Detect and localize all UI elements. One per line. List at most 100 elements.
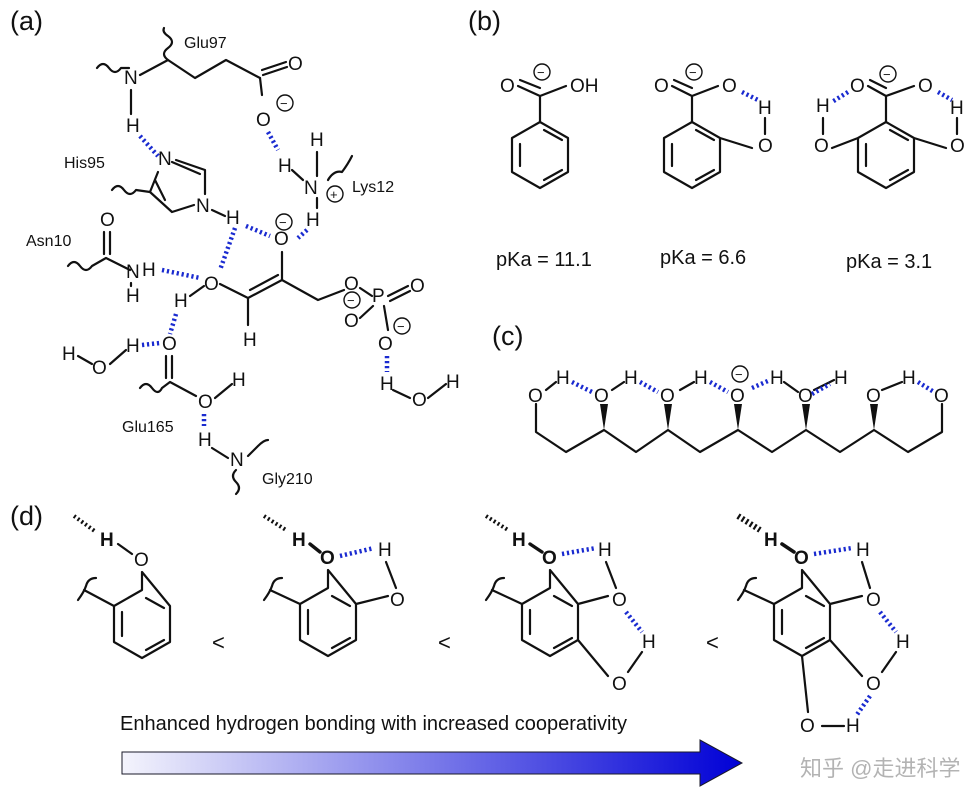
atom-o: O — [134, 550, 149, 571]
atom-o: O — [612, 590, 627, 611]
atom-o: O — [814, 136, 829, 157]
label-lys12: Lys12 — [352, 179, 394, 196]
atom-h: H — [764, 530, 778, 551]
atom-h: H — [232, 370, 246, 391]
wavy-bond — [736, 576, 776, 606]
label-glu97: Glu97 — [184, 35, 227, 52]
panel-label-c: (c) — [492, 321, 523, 351]
benzene-ring — [662, 120, 754, 190]
hydrogen-bond — [245, 223, 271, 239]
atom-o: O — [92, 358, 107, 379]
hydrogen-bond — [813, 545, 853, 557]
double-bond — [260, 60, 289, 77]
atom-h: H — [642, 632, 656, 653]
pka-3: pKa = 3.1 — [846, 251, 932, 273]
label-gly210: Gly210 — [262, 471, 313, 488]
bond — [782, 380, 800, 394]
atom-h: H — [142, 260, 156, 281]
atom-o: O — [344, 311, 359, 332]
double-bond — [670, 128, 716, 182]
atom-h: H — [758, 98, 772, 119]
negative-charge-icon: − — [731, 365, 749, 383]
double-bond — [164, 354, 174, 380]
double-bond — [170, 160, 202, 176]
hydrogen-bond — [262, 514, 288, 532]
double-bond — [864, 128, 910, 182]
atom-o: O — [204, 274, 219, 295]
atom-h: H — [834, 368, 848, 389]
bond — [290, 150, 319, 210]
gradient-arrow — [121, 739, 744, 787]
imidazole-ring — [148, 158, 207, 214]
atom-h: H — [512, 530, 526, 551]
label-his95: His95 — [64, 155, 105, 172]
bond — [116, 542, 134, 556]
pka-2: pKa = 6.6 — [660, 247, 746, 269]
phenol-1: H O — [72, 514, 172, 660]
atom-h: H — [950, 98, 964, 119]
wavy-bond — [231, 468, 241, 496]
benzene-ring — [298, 568, 390, 658]
panel-d-phenols: H O < H O H O < H O — [72, 513, 910, 787]
atom-h: H — [126, 116, 140, 137]
atom-o: O — [594, 386, 609, 407]
hydrogen-bond — [854, 694, 872, 718]
bond — [384, 560, 398, 590]
bond — [528, 542, 544, 554]
pka-1: pKa = 11.1 — [496, 249, 592, 271]
less-than-3: < — [706, 630, 719, 655]
benzene-ring — [830, 120, 948, 190]
pyrogallol: H O H O H O — [484, 514, 656, 695]
atom-h: H — [306, 210, 320, 231]
svg-text:−: − — [735, 367, 743, 382]
atom-o: O — [850, 76, 865, 97]
bond — [670, 78, 720, 124]
atom-h: H — [446, 372, 460, 393]
panel-label-a: (a) — [10, 6, 43, 36]
negative-charge-icon: − — [343, 291, 361, 309]
atom-o: O — [390, 590, 405, 611]
less-than-1: < — [212, 630, 225, 655]
wavy-bond — [76, 576, 116, 608]
atom-n: N — [124, 68, 138, 89]
atom-h: H — [816, 96, 830, 117]
bond — [213, 382, 234, 400]
atom-h: H — [292, 530, 306, 551]
atom-h: H — [126, 286, 140, 307]
benzene-ring — [112, 570, 172, 660]
wavy-bond — [326, 154, 354, 182]
bond — [544, 378, 904, 392]
hydrogen-bond — [751, 377, 771, 391]
bond — [516, 78, 568, 124]
atom-n: N — [158, 149, 172, 170]
bond — [210, 208, 227, 218]
wedge-bonds — [600, 404, 878, 430]
benzenetetrol: H O H O H O H O — [736, 513, 910, 737]
atom-o: O — [412, 390, 427, 411]
atom-h: H — [624, 368, 638, 389]
hydrogen-bond — [161, 267, 201, 281]
atom-n: N — [126, 262, 140, 283]
bond — [866, 78, 916, 124]
negative-charge-icon: − — [275, 213, 293, 231]
atom-h: H — [174, 291, 188, 312]
double-bond — [518, 128, 564, 182]
atom-o: O — [866, 674, 881, 695]
hydrogen-bond — [570, 379, 594, 395]
benzene-ring — [772, 568, 864, 714]
bond — [780, 542, 796, 554]
bond — [308, 542, 322, 554]
hydrogen-bond — [72, 514, 98, 534]
bond — [626, 650, 644, 674]
double-bond — [120, 596, 166, 652]
catechol: H O H O — [262, 514, 405, 658]
atom-o: O — [344, 274, 359, 295]
arrow-label: Enhanced hydrogen bonding with increased… — [120, 713, 627, 735]
atom-o: O — [934, 386, 949, 407]
wavy-bond — [162, 26, 174, 62]
bond — [860, 560, 872, 590]
atom-h: H — [856, 540, 870, 561]
bond — [76, 348, 128, 366]
double-bond — [528, 594, 574, 650]
atom-h: H — [902, 368, 916, 389]
